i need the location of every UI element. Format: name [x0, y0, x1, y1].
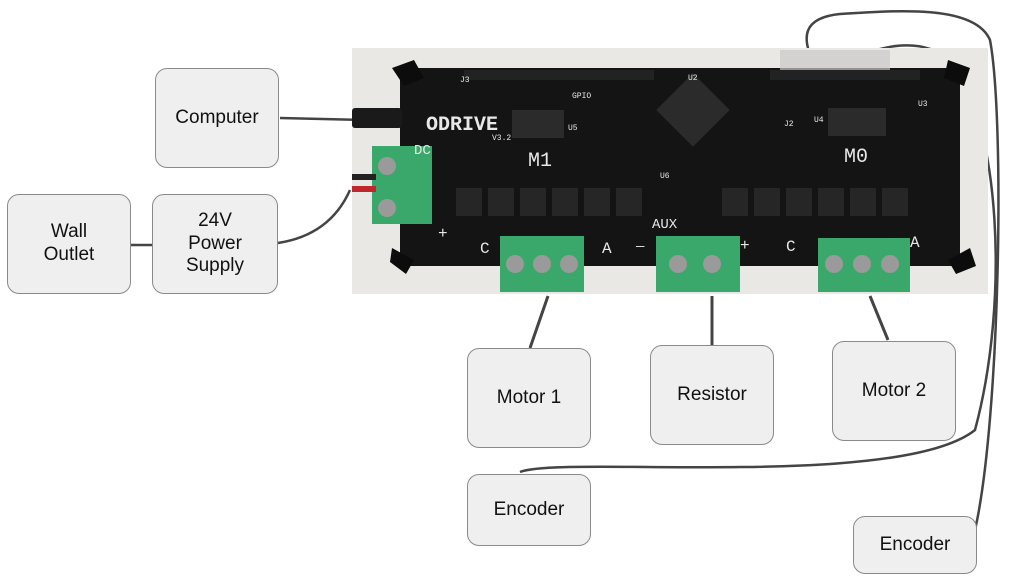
u2-label: U2	[688, 74, 698, 83]
gpio-label: GPIO	[572, 92, 591, 101]
aux-terminal-block	[656, 236, 740, 292]
m1-label: M1	[528, 150, 552, 173]
encoder2-cable	[805, 9, 1000, 531]
motor1-box: Motor 1	[467, 348, 591, 448]
power-supply-box: 24V Power Supply	[152, 194, 278, 294]
usb-cable	[279, 116, 366, 122]
minus-aux-label: —	[635, 239, 645, 255]
m0-label: M0	[844, 146, 868, 169]
motor2-cable	[868, 295, 890, 341]
plus-aux-label: +	[740, 237, 750, 255]
resistor-box: Resistor	[650, 345, 774, 445]
motor2-box: Motor 2	[832, 341, 956, 441]
a-right-label: A	[910, 234, 920, 252]
usb-plug	[352, 108, 402, 128]
u4-label: U4	[814, 116, 824, 125]
u3-label: U3	[918, 100, 928, 109]
motor1-cable	[528, 295, 550, 349]
brand-text: ODRIVE	[426, 114, 498, 137]
c-right-label: C	[786, 238, 796, 256]
c-left-label: C	[480, 240, 490, 258]
dc-power-cable	[277, 189, 352, 245]
odrive-board-photo: ODRIVE V3.2 M1 M0 DC AUX GPIO C A C A + …	[352, 48, 988, 294]
computer-box: Computer	[155, 68, 279, 168]
encoder1-box: Encoder	[467, 474, 591, 546]
plus-dc-label: +	[438, 225, 448, 243]
version-text: V3.2	[492, 134, 511, 143]
j3-label: J3	[460, 76, 470, 85]
u5-label: U5	[568, 124, 578, 133]
u6-label: U6	[660, 172, 670, 181]
j2-label: J2	[784, 120, 794, 129]
dc-label: DC	[414, 143, 431, 159]
wall-outlet-box: Wall Outlet	[7, 194, 131, 294]
a-left-label: A	[602, 240, 612, 258]
encoder2-box: Encoder	[853, 516, 977, 574]
aux-label: AUX	[652, 217, 678, 233]
